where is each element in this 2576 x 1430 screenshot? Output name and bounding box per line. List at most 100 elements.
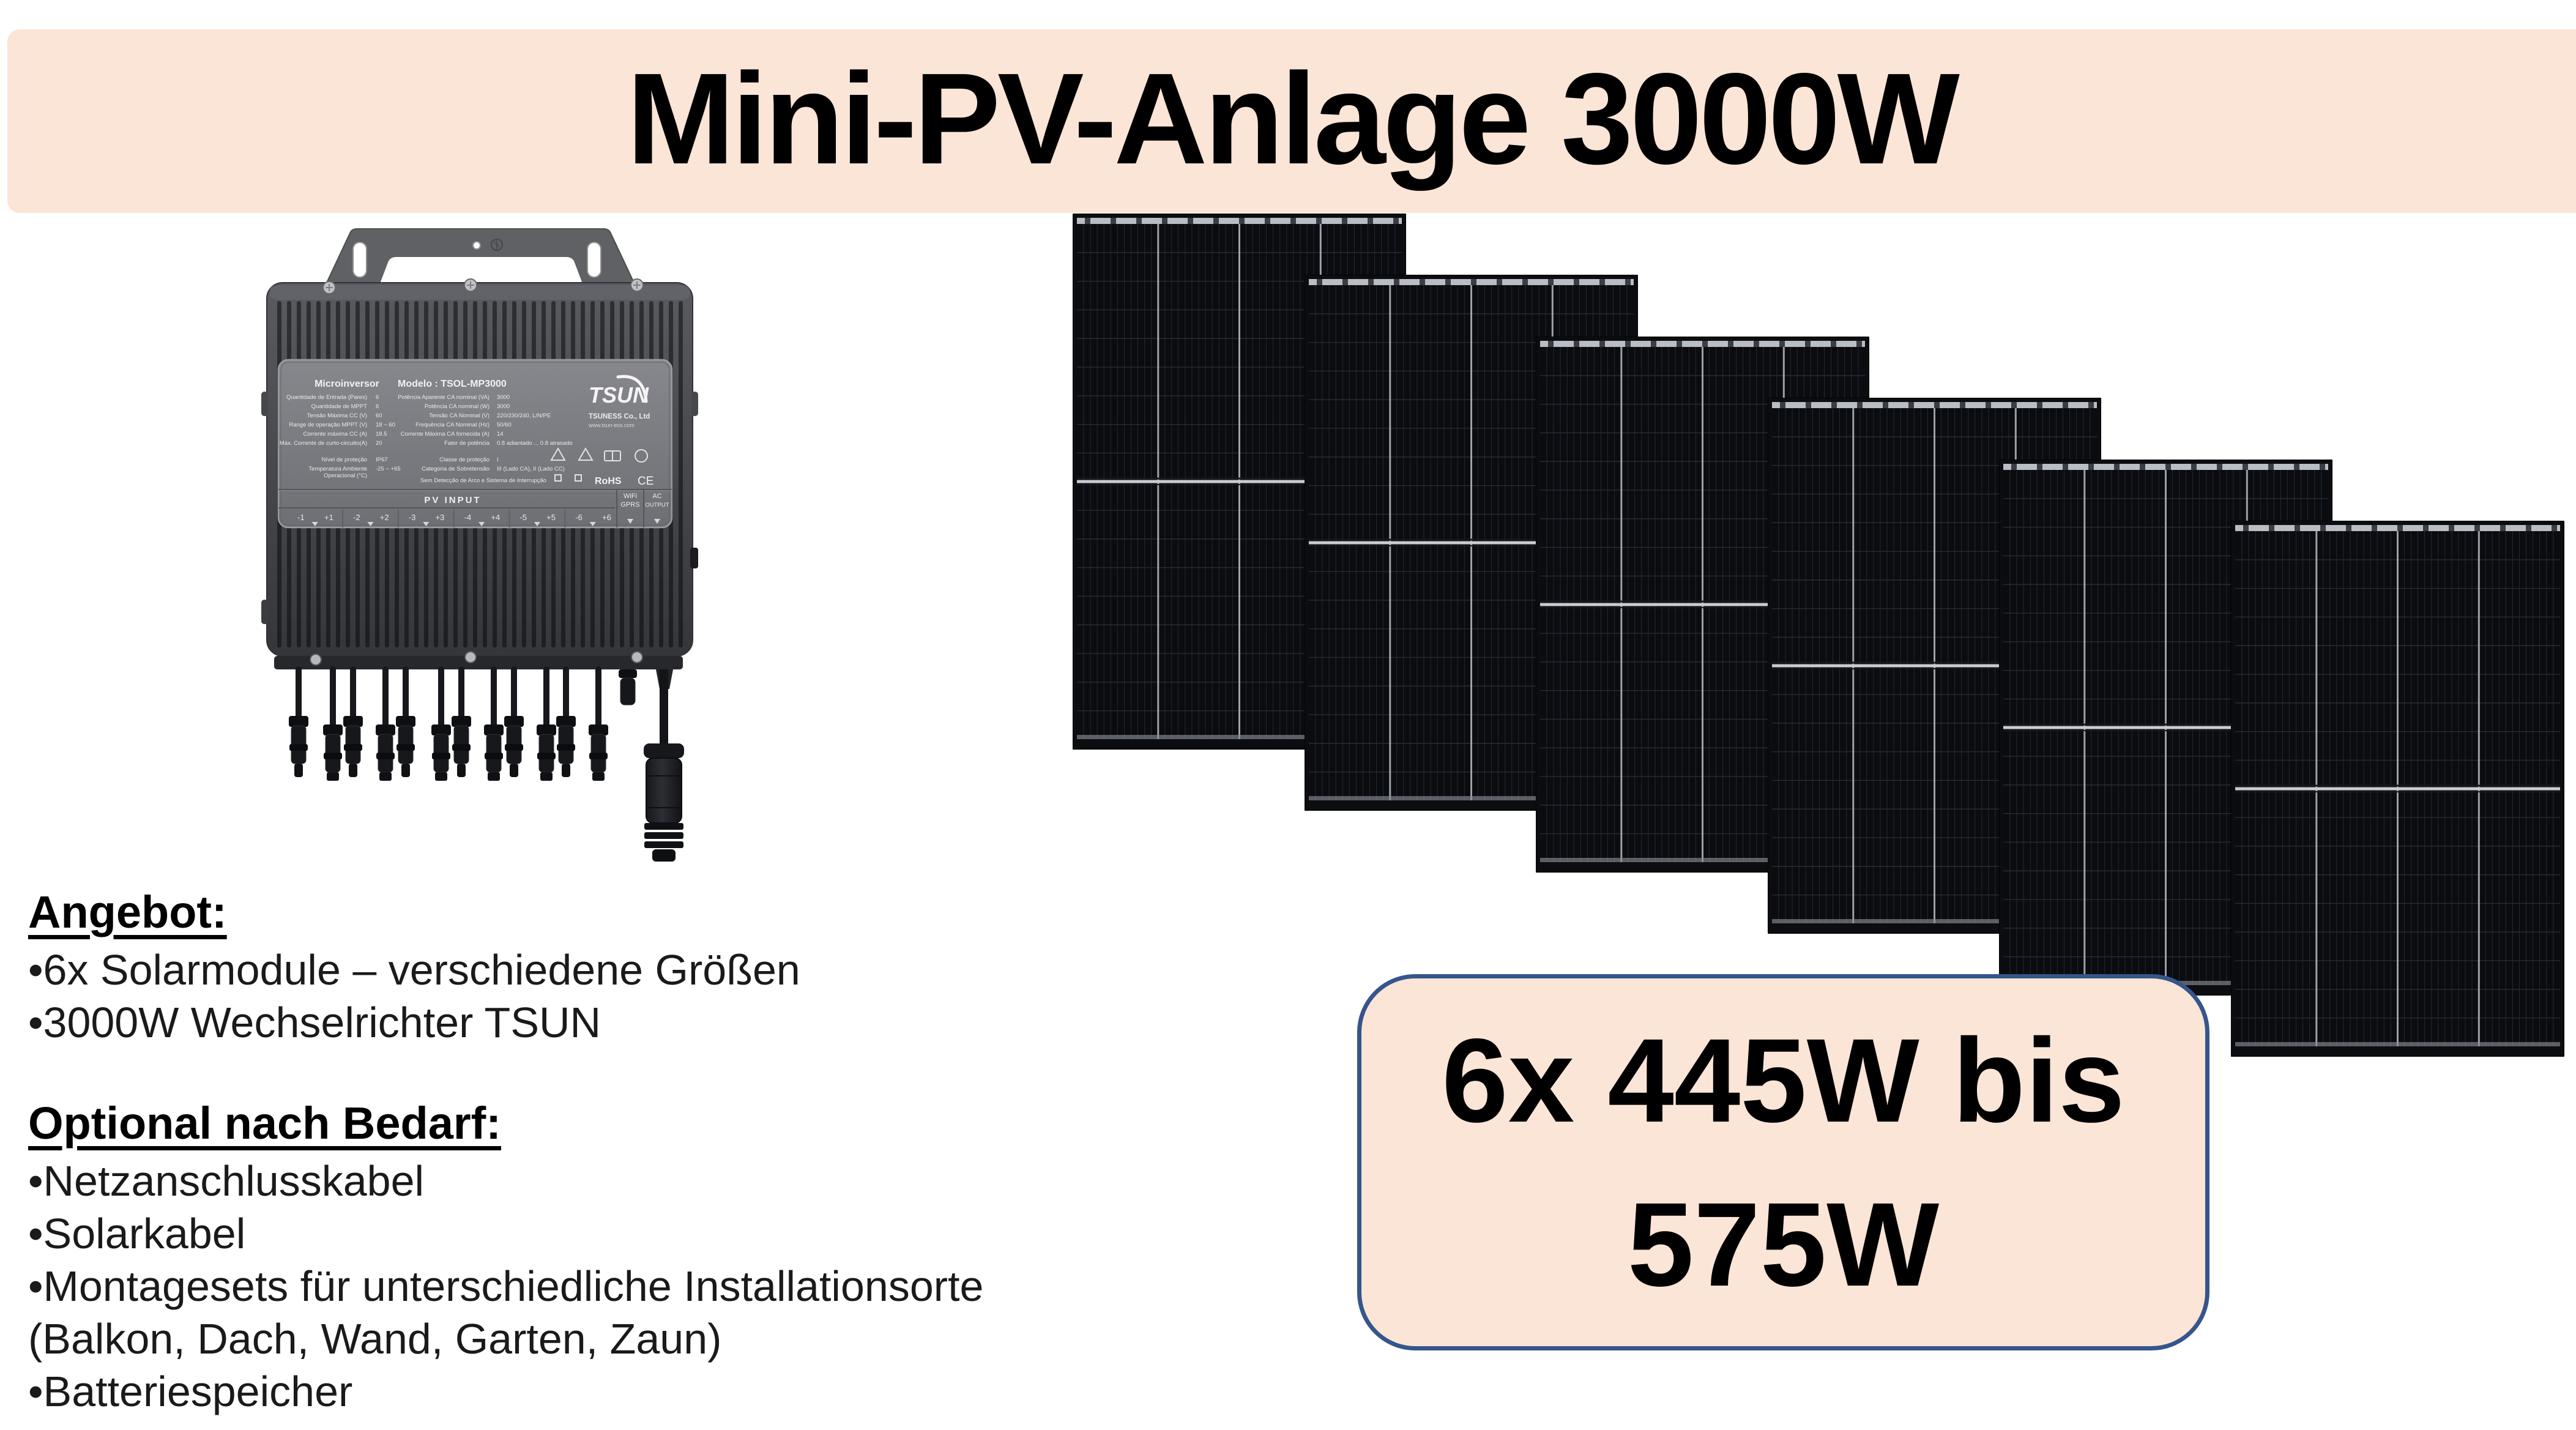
svg-text:Potência CA nominal (W): Potência CA nominal (W) — [425, 403, 490, 410]
svg-text:Máx. Corrente de curto-circuit: Máx. Corrente de curto-circuito(A) — [280, 440, 367, 447]
svg-text:Frequência CA Nominal (Hz): Frequência CA Nominal (Hz) — [415, 422, 490, 428]
svg-text:220/230/240, L/N/PE: 220/230/240, L/N/PE — [497, 412, 551, 419]
bullet-line: •6x Solarmodule – verschiedene Größen — [28, 946, 800, 994]
svg-text:Quantidade de Entrada (Pares): Quantidade de Entrada (Pares) — [286, 394, 367, 401]
svg-text:I: I — [497, 456, 499, 463]
terminal-labels: -1 +1 -2 +2 -3 +3 -4 +4 -5 +5 -6 +6 — [297, 509, 611, 527]
dc-cables — [289, 666, 608, 781]
svg-text:3000: 3000 — [497, 394, 510, 401]
svg-text:-1: -1 — [297, 513, 305, 522]
tsun-company: TSUNESS Co., Ltd — [589, 413, 650, 420]
svg-text:+4: +4 — [491, 513, 500, 522]
plate-specs-left: Quantidade de Entrada (Pares)6Quantidade… — [280, 394, 401, 479]
recycle-icon — [635, 449, 648, 463]
svg-text:18 ~ 60: 18 ~ 60 — [376, 422, 395, 428]
solar-panel — [2230, 521, 2564, 1057]
bullet-line: •Solarkabel — [28, 1210, 246, 1257]
mounting-bracket — [324, 228, 636, 286]
bracket-slot-right — [587, 242, 601, 278]
bullet-line: •Batteriespeicher — [28, 1368, 353, 1415]
svg-text:6: 6 — [376, 394, 379, 401]
bullet-line: (Balkon, Dach, Wand, Garten, Zaun) — [28, 1315, 722, 1363]
svg-text:20: 20 — [376, 440, 382, 447]
svg-text:+2: +2 — [380, 513, 389, 522]
svg-text:Fator de potência: Fator de potência — [444, 440, 490, 447]
svg-text:50/60: 50/60 — [497, 422, 512, 428]
bottom-screws — [310, 651, 643, 666]
power-range-badge: 6x 445W bis 575W — [1357, 974, 2209, 1350]
bullet-line: •3000W Wechselrichter TSUN — [28, 999, 601, 1046]
small-cert-icons — [554, 474, 582, 482]
wifi-label: WiFi — [624, 493, 637, 500]
svg-text:Potência Aparente CA nominal (: Potência Aparente CA nominal (VA) — [398, 394, 490, 401]
svg-text:+1: +1 — [324, 513, 333, 522]
svg-text:-2: -2 — [353, 513, 360, 522]
svg-text:IP67: IP67 — [376, 456, 388, 463]
ground-symbol-icon — [491, 239, 503, 251]
bullet-line: •Netzanschlusskabel — [28, 1157, 425, 1205]
svg-text:+3: +3 — [436, 513, 445, 522]
stub-connector — [619, 669, 637, 706]
svg-text:Range de operação MPPT (V): Range de operação MPPT (V) — [289, 422, 367, 428]
optional-section: Optional nach Bedarf: •Netzanschlusskabe… — [28, 1097, 1105, 1418]
svg-text:Nível de proteção: Nível de proteção — [322, 456, 367, 463]
certification-icons — [550, 447, 648, 482]
tsun-website: www.tsun-ess.com — [588, 422, 635, 428]
label-plate: Microinversor Modelo : TSOL-MP3000 Quant… — [277, 359, 673, 529]
ac-arrow-icon — [654, 519, 660, 524]
plate-model-label: Modelo : TSOL-MP3000 — [398, 379, 507, 389]
svg-text:Corrente Máxima CA fornecida (: Corrente Máxima CA fornecida (A) — [401, 431, 490, 438]
svg-text:0.8 adiantado ... 0.8 atrasado: 0.8 adiantado ... 0.8 atrasado — [497, 440, 573, 447]
svg-text:-5: -5 — [519, 513, 527, 522]
warning-icon — [550, 447, 566, 461]
svg-text:Quantidade de MPPT: Quantidade de MPPT — [311, 403, 368, 410]
bracket-hole — [472, 241, 481, 250]
plate-type-label: Microinversor — [315, 379, 379, 389]
offer-heading: Angebot: — [28, 887, 227, 937]
svg-text:Tensão Máxima CC (V): Tensão Máxima CC (V) — [307, 412, 367, 419]
offer-section: Angebot: •6x Solarmodule – verschiedene … — [28, 886, 1105, 1049]
optional-heading: Optional nach Bedarf: — [28, 1098, 501, 1149]
svg-text:Categoria de Sobretensão: Categoria de Sobretensão — [422, 466, 490, 472]
svg-text:14: 14 — [497, 431, 504, 438]
ce-label: CE — [638, 475, 653, 488]
inverter-photo: Microinversor Modelo : TSOL-MP3000 Quant… — [236, 205, 707, 884]
badge-line-2: 575W — [1627, 1177, 1940, 1311]
svg-text:3000: 3000 — [497, 403, 510, 410]
plate-specs-right: Potência Aparente CA nominal (VA)3000Pot… — [398, 394, 572, 472]
svg-text:OUTPUT: OUTPUT — [645, 502, 669, 508]
offer-list: •6x Solarmodule – verschiedene Größen •30… — [28, 944, 1105, 1049]
svg-text:+5: +5 — [546, 513, 556, 522]
side-port — [690, 548, 698, 568]
svg-text:18.5: 18.5 — [376, 431, 387, 438]
optional-list: •Netzanschlusskabel •Solarkabel •Montagese… — [28, 1155, 1105, 1418]
svg-text:GPRS: GPRS — [620, 501, 639, 508]
badge-line-1: 6x 445W bis — [1442, 1013, 2125, 1147]
svg-text:-3: -3 — [409, 513, 416, 522]
page-title: Mini-PV-Anlage 3000W — [627, 46, 1960, 191]
svg-text:TSUN: TSUN — [589, 382, 649, 408]
top-screws — [322, 278, 644, 294]
svg-text:+6: +6 — [602, 513, 611, 522]
svg-text:Tensão CA Nominal (V): Tensão CA Nominal (V) — [429, 412, 490, 419]
ac-output-label: AC — [652, 493, 661, 500]
bullet-line: •Montagesets für unterschiedliche Instal… — [28, 1262, 984, 1310]
wifi-arrow-icon — [627, 519, 633, 524]
svg-text:-6: -6 — [575, 513, 583, 522]
pv-input-band: PV INPUT -1 +1 -2 +2 -3 +3 -4 +4 -5 +5 -6 +6 WiFi G… — [278, 489, 672, 527]
svg-text:Classe de proteção: Classe de proteção — [439, 456, 490, 463]
svg-text:60: 60 — [376, 412, 382, 419]
svg-text:6: 6 — [376, 403, 379, 410]
inverter-illustration: Microinversor Modelo : TSOL-MP3000 Quant… — [261, 228, 698, 862]
pv-input-label: PV INPUT — [424, 495, 481, 505]
ac-connector — [644, 669, 684, 862]
svg-text:-4: -4 — [464, 513, 472, 522]
bracket-slot-left — [352, 242, 367, 278]
svg-text:-25 ~ +65: -25 ~ +65 — [376, 466, 401, 472]
svg-text:III (Lado CA), II (Lado CC): III (Lado CA), II (Lado CC) — [497, 466, 565, 472]
solar-panel-illustration — [2230, 521, 2564, 1057]
title-banner: Mini-PV-Anlage 3000W — [7, 29, 2576, 213]
